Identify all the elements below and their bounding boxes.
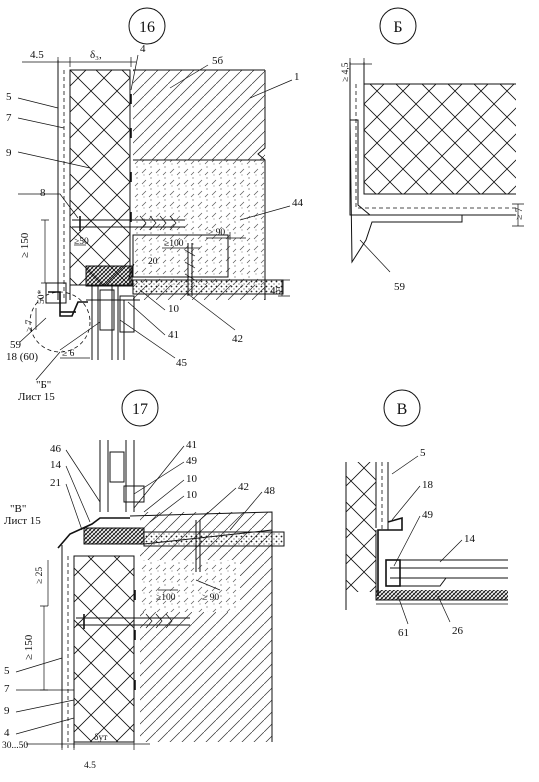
d17-dim-4-5: 4.5 — [84, 761, 96, 771]
detail-16-circle — [128, 7, 166, 45]
dv-callout-61: 61 — [398, 627, 409, 639]
d17-dim-90: ≥ 90 — [202, 593, 219, 603]
dv-callout-26: 26 — [452, 625, 464, 637]
db-dim-4-5: ≥ 4,5 — [341, 62, 351, 82]
flashing-profile-b — [349, 119, 463, 264]
d16-callout-42: 42 — [232, 333, 243, 345]
dv-callout-14: 14 — [464, 533, 476, 545]
d16-callout-5b: 5б — [212, 55, 224, 67]
dv-callout-5: 5 — [420, 447, 426, 459]
d17-callout-21: 21 — [50, 477, 61, 489]
d16-dim-delta: δ₃, — [90, 49, 102, 61]
d16-dim-20: 20 — [148, 257, 158, 267]
d17-callout-5: 5 — [4, 665, 10, 677]
d17-callout-42: 42 — [238, 481, 249, 493]
detail-b-title: Б — [393, 19, 402, 36]
d16-callout-4: 4 — [140, 43, 146, 55]
d16-callout-41: 41 — [168, 329, 179, 341]
d17-callout-41: 41 — [186, 439, 197, 451]
anchor-dowel-17 — [76, 617, 190, 626]
detail-b-circle — [379, 7, 417, 45]
seal-strip-v — [376, 590, 508, 600]
d16-dim-90: ≥ 90 — [208, 228, 225, 238]
sill-board-17 — [144, 532, 284, 546]
d16-dim-100: ≥100 — [164, 239, 184, 249]
db-dim-7: ≥ 7 — [515, 207, 525, 220]
dv-callout-18: 18 — [422, 479, 434, 491]
d16-callout-1: 1 — [294, 71, 300, 83]
d17-dim-150: ≥ 150 — [23, 634, 35, 660]
masonry-fill-17 — [140, 560, 240, 612]
d17-callout-14: 14 — [50, 459, 62, 471]
d17-callout-48: 48 — [264, 485, 276, 497]
detail-b: Б ≥ 4,5 ≥ 7 59 — [341, 7, 525, 293]
d17-callout-46: 46 — [50, 443, 62, 455]
d16-ref-b-sheet: Лист 15 — [18, 391, 55, 403]
d16-dim-7: ≥ 7 — [25, 319, 35, 332]
d16-dim-45: 45 — [270, 285, 282, 297]
d17-callout-10a: 10 — [186, 473, 198, 485]
d16-callout-5: 5 — [6, 91, 12, 103]
window-frame-17 — [99, 440, 135, 512]
insulation-16 — [70, 70, 130, 285]
insulation-17 — [74, 556, 134, 742]
detail-v-title: В — [397, 401, 408, 418]
detail-b-callout-circle — [29, 291, 91, 353]
anchor-dowel-16 — [72, 219, 185, 228]
detail-16: 16 — [6, 7, 304, 403]
d16-dim-50: ≥50 — [74, 237, 89, 247]
d17-callout-9: 9 — [4, 705, 10, 717]
d17-dim-30-50: 30...50 — [2, 741, 28, 751]
detail-17-title: 17 — [132, 401, 148, 418]
d16-callout-44: 44 — [292, 197, 304, 209]
d16-dim-6: ≥ 6 — [62, 349, 75, 359]
d16-callout-59: 59 — [10, 339, 22, 351]
masonry-fill-16 — [133, 160, 265, 285]
d17-ref-v-sheet: Лист 15 — [4, 515, 41, 527]
detail-16-title: 16 — [139, 19, 155, 36]
dv-callout-49: 49 — [422, 509, 434, 521]
sill-board-16 — [133, 280, 283, 294]
d16-dim-50-star: 50* — [37, 290, 47, 305]
d17-callout-4: 4 — [4, 727, 10, 739]
d16-dim-4-5: 4.5 — [30, 49, 44, 61]
d17-callout-10b: 10 — [186, 489, 198, 501]
d17-ref-v-label: "В" — [10, 503, 26, 515]
d17-dim-100: ≥100 — [156, 593, 176, 603]
window-frame-16 — [91, 286, 125, 360]
d16-callout-8: 8 — [40, 187, 46, 199]
d17-dim-delta-ut: δут — [94, 733, 108, 743]
db-callout-59: 59 — [394, 281, 406, 293]
d16-ref-b-label: "Б" — [36, 379, 51, 391]
flashing-16 — [86, 266, 132, 286]
d17-callout-7: 7 — [4, 683, 10, 695]
detail-17-circle — [121, 389, 159, 427]
detail-17: 17 — [2, 389, 285, 771]
detail-v-circle — [383, 389, 421, 427]
concrete-wall-17 — [140, 512, 272, 742]
d16-callout-10: 10 — [168, 303, 180, 315]
d16-callout-18-60: 18 (60) — [6, 351, 38, 363]
d16-callout-45: 45 — [176, 357, 188, 369]
d16-dim-150: ≥ 150 — [19, 232, 31, 258]
d16-callout-9: 9 — [6, 147, 12, 159]
detail-v: В 5 18 49 14 61 26 — [345, 389, 508, 639]
d16-callout-7: 7 — [6, 112, 12, 124]
insulation-b — [364, 84, 516, 194]
d17-callout-49: 49 — [186, 455, 198, 467]
d17-dim-25: ≥ 25 — [35, 567, 45, 584]
